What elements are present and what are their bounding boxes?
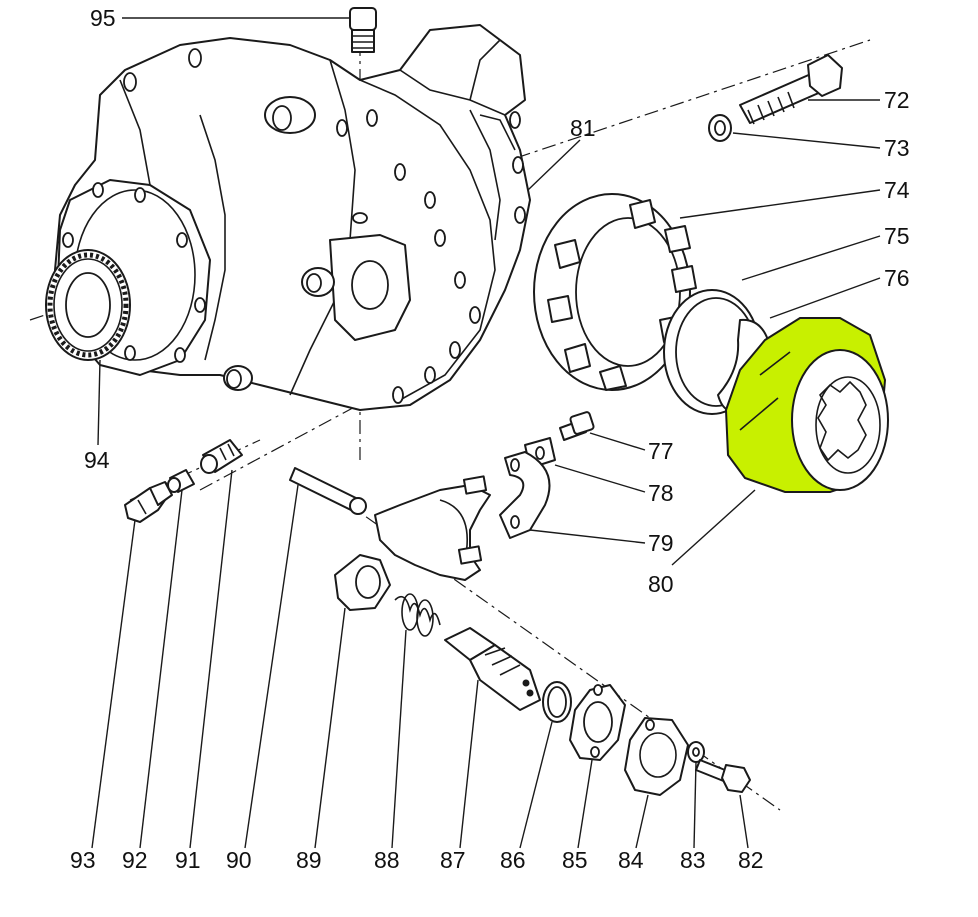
callout-74: 74 bbox=[884, 177, 910, 203]
callout-72: 72 bbox=[884, 87, 910, 113]
callout-89: 89 bbox=[296, 847, 322, 873]
valve-93 bbox=[124, 481, 173, 523]
leader-lines bbox=[91, 17, 881, 849]
clamp-79 bbox=[499, 451, 551, 539]
differential-housing bbox=[45, 24, 531, 411]
fitting-91 bbox=[200, 439, 243, 474]
callout-95: 95 bbox=[90, 5, 116, 31]
washer-73 bbox=[708, 114, 732, 142]
shift-fork bbox=[374, 475, 491, 581]
callout-84: 84 bbox=[618, 847, 644, 873]
callout-83: 83 bbox=[680, 847, 706, 873]
piston-87 bbox=[444, 627, 541, 711]
callout-76: 76 bbox=[884, 265, 910, 291]
callout-94: 94 bbox=[84, 447, 110, 473]
callout-87: 87 bbox=[440, 847, 466, 873]
bolt-72 bbox=[739, 54, 843, 125]
callout-92: 92 bbox=[122, 847, 148, 873]
bearing-94 bbox=[45, 249, 131, 361]
bolt-82 bbox=[695, 759, 751, 793]
callout-82: 82 bbox=[738, 847, 764, 873]
o-ring-86 bbox=[542, 681, 572, 723]
callout-77: 77 bbox=[648, 438, 674, 464]
screw-77 bbox=[559, 411, 595, 441]
callout-88: 88 bbox=[374, 847, 400, 873]
callout-81: 81 bbox=[570, 115, 596, 141]
washer-83 bbox=[687, 741, 705, 763]
shift-shaft-90 bbox=[289, 467, 367, 515]
nut-89 bbox=[334, 554, 391, 611]
coupling-sleeve-80 bbox=[724, 317, 889, 493]
callout-80: 80 bbox=[648, 571, 674, 597]
callout-79: 79 bbox=[648, 530, 674, 556]
callout-93: 93 bbox=[70, 847, 96, 873]
spring-88 bbox=[394, 593, 441, 637]
callout-78: 78 bbox=[648, 480, 674, 506]
callout-75: 75 bbox=[884, 223, 910, 249]
ball-92 bbox=[167, 469, 195, 493]
callout-86: 86 bbox=[500, 847, 526, 873]
callout-labels: 95 72 73 74 75 76 81 77 78 79 80 94 93 9… bbox=[70, 5, 910, 873]
callout-85: 85 bbox=[562, 847, 588, 873]
plug-95 bbox=[349, 7, 377, 53]
crown-ring-74 bbox=[533, 193, 697, 391]
callout-91: 91 bbox=[175, 847, 201, 873]
cover-84 bbox=[624, 717, 689, 796]
callout-73: 73 bbox=[884, 135, 910, 161]
callout-90: 90 bbox=[226, 847, 252, 873]
gasket-85 bbox=[569, 684, 626, 761]
